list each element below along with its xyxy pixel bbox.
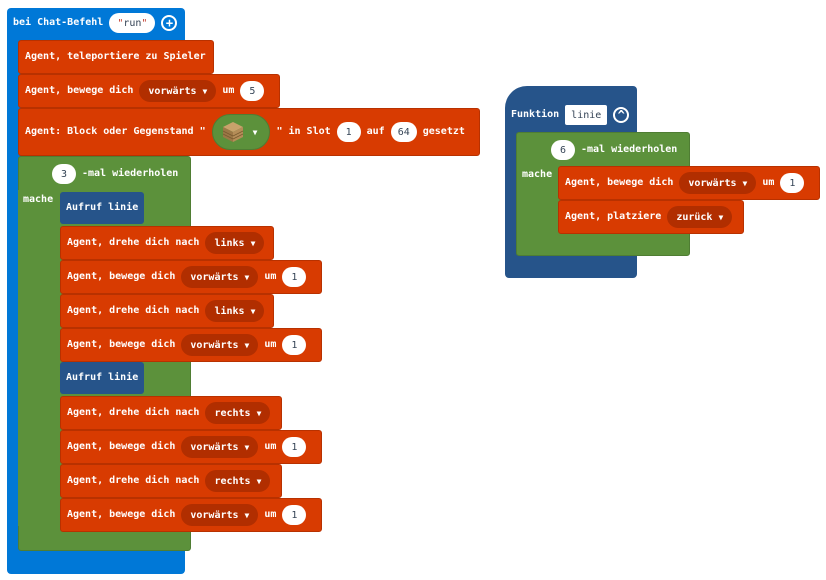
repeat-header: 3 -mal wiederholen (52, 163, 178, 185)
caret-down-icon: ▼ (244, 272, 250, 282)
function-repeat-count-input[interactable]: 6 (551, 140, 575, 160)
set-item-block[interactable]: Agent: Block oder Gegenstand " ▼ " in Sl… (18, 108, 480, 156)
amount-input[interactable]: 1 (282, 335, 307, 355)
caret-down-icon: ▼ (252, 127, 258, 137)
caret-down-icon: ▼ (202, 86, 208, 96)
amount-input[interactable]: 1 (780, 173, 805, 193)
turn-direction-dropdown[interactable]: rechts▼ (205, 402, 271, 424)
caret-down-icon: ▼ (244, 510, 250, 520)
turn-direction-dropdown[interactable]: rechts▼ (205, 470, 271, 492)
wood-planks-block-icon (222, 122, 243, 142)
caret-down-icon: ▼ (244, 442, 250, 452)
call-function-block[interactable]: Aufruf linie (60, 362, 144, 394)
slot-input[interactable]: 1 (336, 122, 361, 142)
function-name-input[interactable]: linie (565, 105, 608, 125)
plus-circle-icon[interactable]: + (161, 15, 178, 31)
turn-direction-dropdown[interactable]: links▼ (205, 300, 265, 322)
function-do-label: mache (522, 169, 553, 180)
teleport-to-player-block[interactable]: Agent, teleportiere zu Spieler (18, 40, 214, 74)
direction-dropdown[interactable]: vorwärts▼ (181, 436, 259, 458)
caret-down-icon: ▼ (256, 408, 262, 418)
direction-dropdown[interactable]: vorwärts▼ (181, 266, 259, 288)
event-label: bei Chat-Befehl (13, 17, 104, 28)
place-direction-dropdown[interactable]: zurück▼ (667, 206, 733, 228)
amount-input[interactable]: 1 (282, 267, 307, 287)
call-function-block[interactable]: Aufruf linie (60, 192, 144, 224)
turn-direction-dropdown[interactable]: links▼ (205, 232, 265, 254)
caret-down-icon: ▼ (250, 238, 256, 248)
repeat-count-input[interactable]: 3 (52, 164, 76, 184)
function-header: Funktion linie ^ (511, 104, 630, 126)
caret-down-icon: ▼ (256, 476, 262, 486)
chat-command-header: bei Chat-Befehl " run " + (13, 12, 178, 34)
direction-dropdown[interactable]: vorwärts▼ (181, 334, 259, 356)
command-string-input[interactable]: " run " (109, 13, 156, 33)
chevron-up-circle-icon[interactable]: ^ (613, 107, 630, 123)
item-dropdown[interactable]: ▼ (211, 114, 271, 150)
direction-dropdown[interactable]: vorwärts▼ (139, 80, 217, 102)
move-block[interactable]: Agent, bewege dich vorwärts▼ um 5 (18, 74, 280, 108)
amount-input[interactable]: 1 (282, 437, 307, 457)
function-repeat-header: 6 -mal wiederholen (551, 139, 677, 161)
function-place-block[interactable]: Agent, platziere zurück▼ (558, 200, 744, 234)
function-move-block[interactable]: Agent, bewege dich vorwärts▼ um 1 (558, 166, 820, 200)
caret-down-icon: ▼ (244, 340, 250, 350)
count-input[interactable]: 64 (390, 122, 417, 142)
caret-down-icon: ▼ (742, 178, 748, 188)
amount-input[interactable]: 1 (282, 505, 307, 525)
caret-down-icon: ▼ (250, 306, 256, 316)
do-label: mache (23, 194, 54, 205)
direction-dropdown[interactable]: vorwärts▼ (679, 172, 757, 194)
caret-down-icon: ▼ (718, 212, 724, 222)
amount-input[interactable]: 5 (240, 81, 265, 101)
direction-dropdown[interactable]: vorwärts▼ (181, 504, 259, 526)
